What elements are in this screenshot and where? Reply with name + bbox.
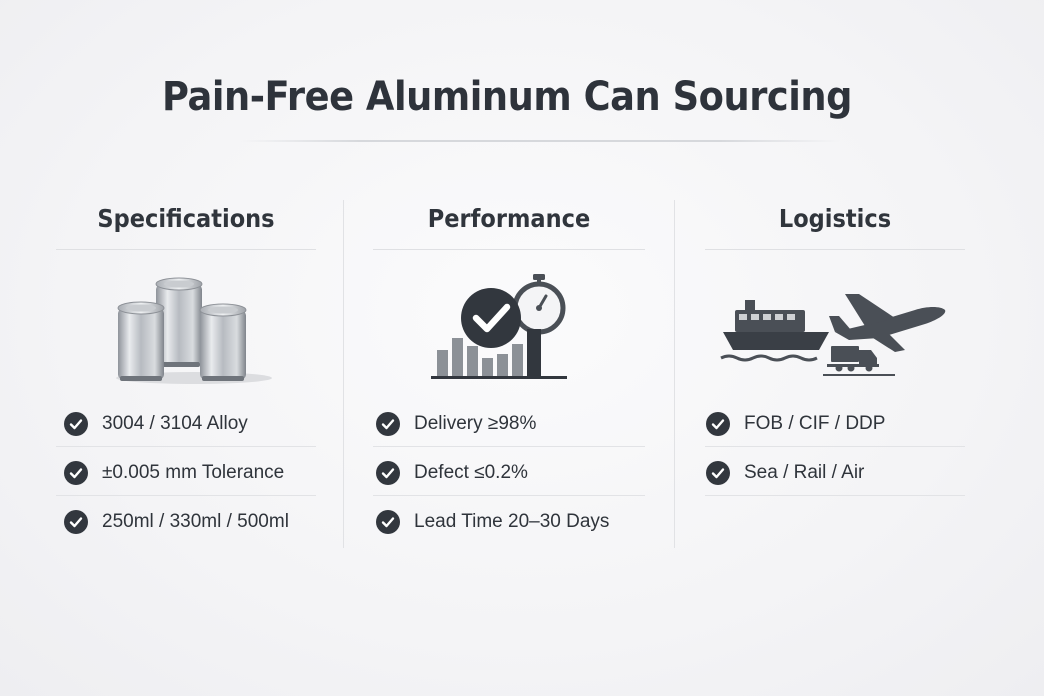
aluminum-cans-icon [116, 277, 272, 384]
list-item: ±0.005 mm Tolerance [64, 449, 284, 497]
list-item: FOB / CIF / DDP [706, 400, 885, 448]
check-circle-icon [376, 510, 400, 534]
column-divider-2 [674, 200, 675, 548]
list-item: Lead Time 20–30 Days [376, 498, 609, 546]
list-item-rule [705, 446, 965, 447]
performance-heading: Performance [427, 204, 591, 233]
check-circle-icon [64, 412, 88, 436]
list-item-label: ±0.005 mm Tolerance [102, 462, 285, 483]
list-item-rule [705, 495, 965, 496]
list-item-label: Defect ≤0.2% [414, 462, 528, 483]
list-item-label: Sea / Rail / Air [744, 462, 865, 483]
check-circle-icon [64, 510, 88, 534]
page-title: Pain-Free Aluminum Can Sourcing [161, 74, 853, 120]
check-circle-icon [376, 461, 400, 485]
check-circle-icon [706, 412, 730, 436]
list-item-label: 3004 / 3104 Alloy [102, 413, 248, 434]
ship-plane-truck-icon [720, 294, 946, 376]
list-item-label: 250ml / 330ml / 500ml [102, 511, 289, 532]
list-item: Delivery ≥98% [376, 400, 536, 448]
list-item-rule [373, 495, 645, 496]
list-item-label: FOB / CIF / DDP [744, 413, 886, 434]
list-item: Sea / Rail / Air [706, 449, 864, 497]
list-item: 250ml / 330ml / 500ml [64, 498, 289, 546]
list-item-label: Delivery ≥98% [414, 413, 537, 434]
list-item: 3004 / 3104 Alloy [64, 400, 248, 448]
list-item-rule [373, 446, 645, 447]
specifications-heading: Specifications [97, 204, 275, 233]
performance-heading-rule [373, 249, 645, 250]
specifications-heading-rule [56, 249, 316, 250]
list-item: Defect ≤0.2% [376, 449, 528, 497]
checkmark-stopwatch-bar-chart-icon [431, 274, 567, 379]
list-item-rule [56, 495, 316, 496]
check-circle-icon [706, 461, 730, 485]
list-item-rule [56, 446, 316, 447]
check-circle-icon [376, 412, 400, 436]
list-item-label: Lead Time 20–30 Days [414, 511, 610, 532]
title-divider [240, 140, 840, 142]
logistics-heading: Logistics [778, 204, 892, 233]
column-divider-1 [343, 200, 344, 548]
check-circle-icon [64, 461, 88, 485]
logistics-heading-rule [705, 249, 965, 250]
